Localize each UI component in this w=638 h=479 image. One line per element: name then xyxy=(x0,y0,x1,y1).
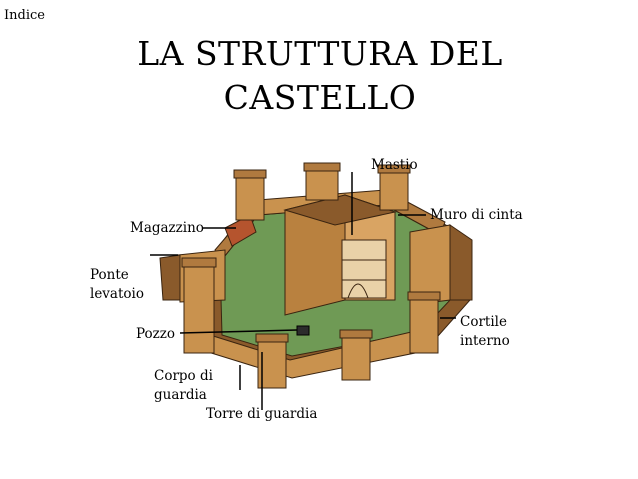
page-title: LA STRUTTURA DEL CASTELLO xyxy=(110,32,530,120)
tower-left xyxy=(181,257,217,354)
keep xyxy=(283,194,397,316)
tower-front-left xyxy=(255,333,289,389)
label-ponte-levatoio: Ponte levatoio xyxy=(90,267,144,302)
right-gatehouse xyxy=(409,224,473,306)
label-corpo-di-guardia: Corpo di guardia xyxy=(154,368,213,403)
leader-lines xyxy=(150,172,456,410)
well xyxy=(296,325,310,336)
label-pozzo: Pozzo xyxy=(136,326,176,342)
tower-back-left xyxy=(233,169,267,221)
label-mastio: Mastio xyxy=(371,157,418,173)
label-torre-di-guardia: Torre di guardia xyxy=(206,406,318,422)
label-cortile-interno: Cortile interno xyxy=(460,314,510,349)
tower-right xyxy=(407,291,441,354)
label-magazzino: Magazzino xyxy=(130,220,204,236)
title-line-2: CASTELLO xyxy=(223,78,417,117)
tower-back-center xyxy=(303,162,341,201)
tower-back-right xyxy=(377,164,411,211)
tower-front-right xyxy=(339,329,373,381)
label-muro-di-cinta: Muro di cinta xyxy=(430,207,523,223)
title-line-1: LA STRUTTURA DEL xyxy=(137,34,503,73)
index-link[interactable]: Indice xyxy=(4,8,45,23)
